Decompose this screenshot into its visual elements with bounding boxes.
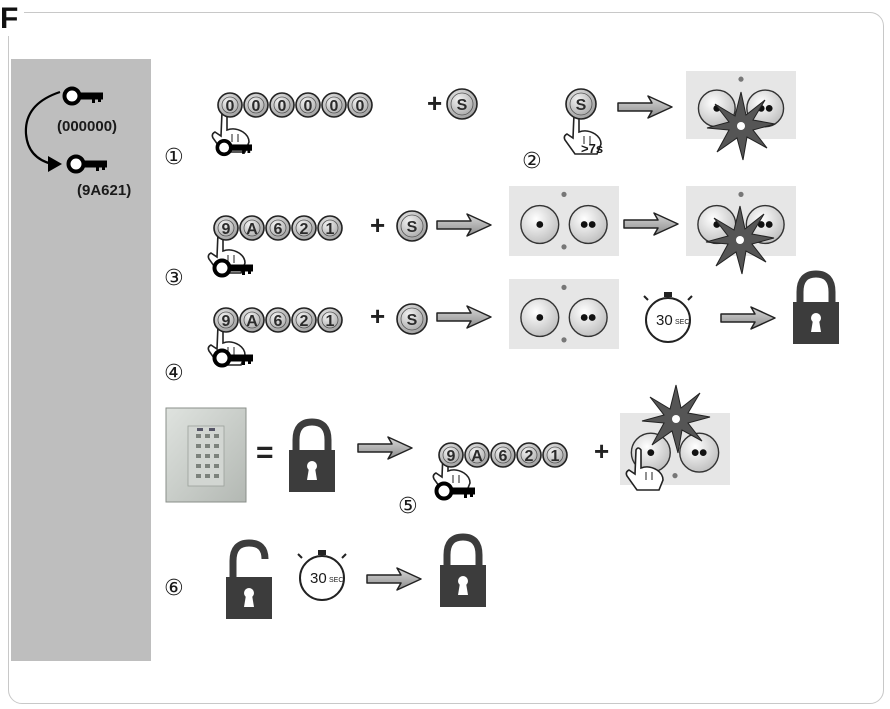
key-icon [66, 154, 109, 174]
button-label: 0 [278, 98, 287, 115]
remote-button: 0 [217, 92, 243, 118]
remote-button: 2 [291, 215, 317, 241]
stopwatch-icon [643, 292, 693, 343]
button-label: 2 [525, 448, 534, 465]
remote-button: 0 [321, 92, 347, 118]
curved-arrow-icon [24, 90, 61, 166]
remote-button: 0 [295, 92, 321, 118]
remote-button: A [239, 307, 265, 333]
lock-icon [289, 422, 335, 492]
equals-sign: = [256, 436, 274, 469]
old-code-label: (000000) [57, 118, 118, 135]
unlock-icon [226, 543, 272, 619]
key-icon [62, 86, 105, 106]
right-arrow-icon [623, 212, 679, 236]
s-button: S [565, 88, 597, 120]
button-label: A [246, 221, 258, 238]
step-number: ⑥ [164, 576, 184, 601]
button-label: 9 [222, 313, 231, 330]
button-label: 0 [304, 98, 313, 115]
step-number: ⑤ [398, 494, 418, 519]
keypad-buttons [196, 428, 219, 478]
button-label: 9 [222, 221, 231, 238]
remote-button: 6 [265, 215, 291, 241]
step-number: ① [164, 145, 184, 170]
right-arrow-icon [436, 213, 492, 237]
new-code-label: (9A621) [77, 182, 132, 199]
section-frame [8, 12, 884, 704]
button-label: 1 [326, 313, 335, 330]
step-number: ③ [164, 266, 184, 291]
s-button: S [396, 210, 428, 242]
step-number: ② [522, 149, 542, 174]
button-label: S [457, 97, 468, 114]
remote-button: 1 [542, 442, 568, 468]
right-arrow-icon [366, 567, 422, 591]
button-label: 1 [551, 448, 560, 465]
hold-duration: >7s [581, 141, 603, 156]
s-button: S [396, 303, 428, 335]
receiver-panel-icon [509, 186, 619, 256]
button-label: 0 [252, 98, 261, 115]
remote-button: 0 [243, 92, 269, 118]
right-arrow-icon [720, 306, 776, 330]
button-label: 2 [300, 221, 309, 238]
button-label: S [407, 219, 418, 236]
receiver-panel-icon [509, 279, 619, 349]
s-button: S [446, 88, 478, 120]
plus-sign: + [427, 88, 442, 118]
button-label: 9 [447, 448, 456, 465]
button-label: 6 [274, 313, 283, 330]
timer-value: 30 [656, 312, 673, 329]
remote-button: 6 [490, 442, 516, 468]
button-label: 6 [499, 448, 508, 465]
lock-icon [440, 537, 486, 607]
timer-unit: SEC [675, 319, 689, 326]
button-label: 0 [226, 98, 235, 115]
right-arrow-icon [617, 95, 673, 119]
button-label: A [471, 448, 483, 465]
right-arrow-icon [357, 436, 413, 460]
remote-button: 1 [317, 215, 343, 241]
remote-button: A [464, 442, 490, 468]
step-number: ④ [164, 361, 184, 386]
button-label: 1 [326, 221, 335, 238]
remote-button: 9 [213, 307, 239, 333]
plus-sign: + [370, 301, 385, 331]
plus-sign: + [594, 436, 609, 466]
section-letter: F [0, 2, 25, 36]
remote-button: 6 [265, 307, 291, 333]
button-label: 0 [356, 98, 365, 115]
remote-button: A [239, 215, 265, 241]
button-label: S [407, 312, 418, 329]
button-label: 6 [274, 221, 283, 238]
remote-button: 9 [213, 215, 239, 241]
timer-unit: SEC [329, 577, 343, 584]
button-label: 2 [300, 313, 309, 330]
lock-icon [793, 274, 839, 344]
timer-value: 30 [310, 570, 327, 587]
remote-button: 9 [438, 442, 464, 468]
button-label: S [576, 97, 587, 114]
button-label: A [246, 313, 258, 330]
button-label: 0 [330, 98, 339, 115]
right-arrow-icon [436, 305, 492, 329]
remote-button: 0 [269, 92, 295, 118]
remote-button: 1 [317, 307, 343, 333]
remote-button: 2 [291, 307, 317, 333]
remote-button: 0 [347, 92, 373, 118]
remote-button: 2 [516, 442, 542, 468]
arrow-head-icon [48, 156, 62, 172]
stopwatch-icon [297, 550, 347, 601]
plus-sign: + [370, 210, 385, 240]
